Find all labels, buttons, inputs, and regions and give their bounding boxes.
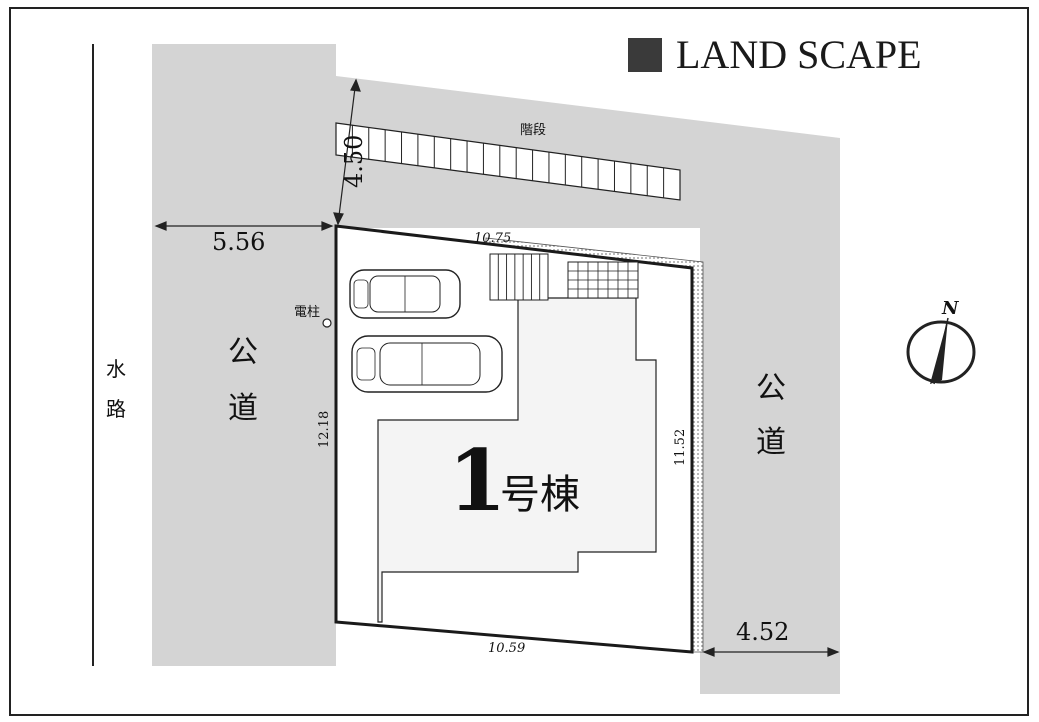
road-right: [700, 228, 840, 694]
dim-road-top: 4.50: [340, 135, 368, 188]
dim-lot-left: 12.18: [317, 411, 332, 448]
north-label: N: [941, 298, 960, 319]
waterway-label-1: 水: [106, 357, 126, 381]
stairs: [335, 122, 681, 201]
road-bottom-strip: [336, 648, 700, 666]
brand-square-icon: [628, 38, 662, 72]
north-compass-icon: [906, 317, 976, 385]
dim-lot-right: 11.52: [673, 429, 688, 466]
car-2: [351, 335, 503, 393]
house-number: 1: [448, 431, 506, 530]
utility-pole-icon: [322, 318, 332, 328]
stairs-label: 階段: [520, 123, 546, 138]
road-left-label-2: 道: [228, 391, 258, 426]
dim-road-left: 5.56: [212, 228, 265, 256]
dim-line-top-road: [337, 79, 357, 225]
dim-lot-bottom: 10.59: [488, 641, 525, 656]
road-right-label-1: 公: [756, 371, 786, 406]
house-footprint: [377, 297, 657, 623]
road-left-label-1: 公: [228, 335, 258, 370]
pole-label: 電柱: [294, 305, 320, 320]
terrace-grid: [567, 261, 639, 299]
house-label: 号棟: [500, 472, 580, 518]
dim-road-right: 4.52: [736, 618, 789, 646]
car-1: [349, 269, 461, 319]
road-top: [336, 44, 840, 228]
brand-title: LAND SCAPE: [676, 32, 922, 77]
road-left: [152, 44, 336, 666]
road-right-label-2: 道: [756, 425, 786, 460]
entrance-steps: [489, 253, 549, 301]
waterway-label-2: 路: [106, 397, 126, 421]
dim-lot-top: 10.75: [474, 231, 511, 246]
